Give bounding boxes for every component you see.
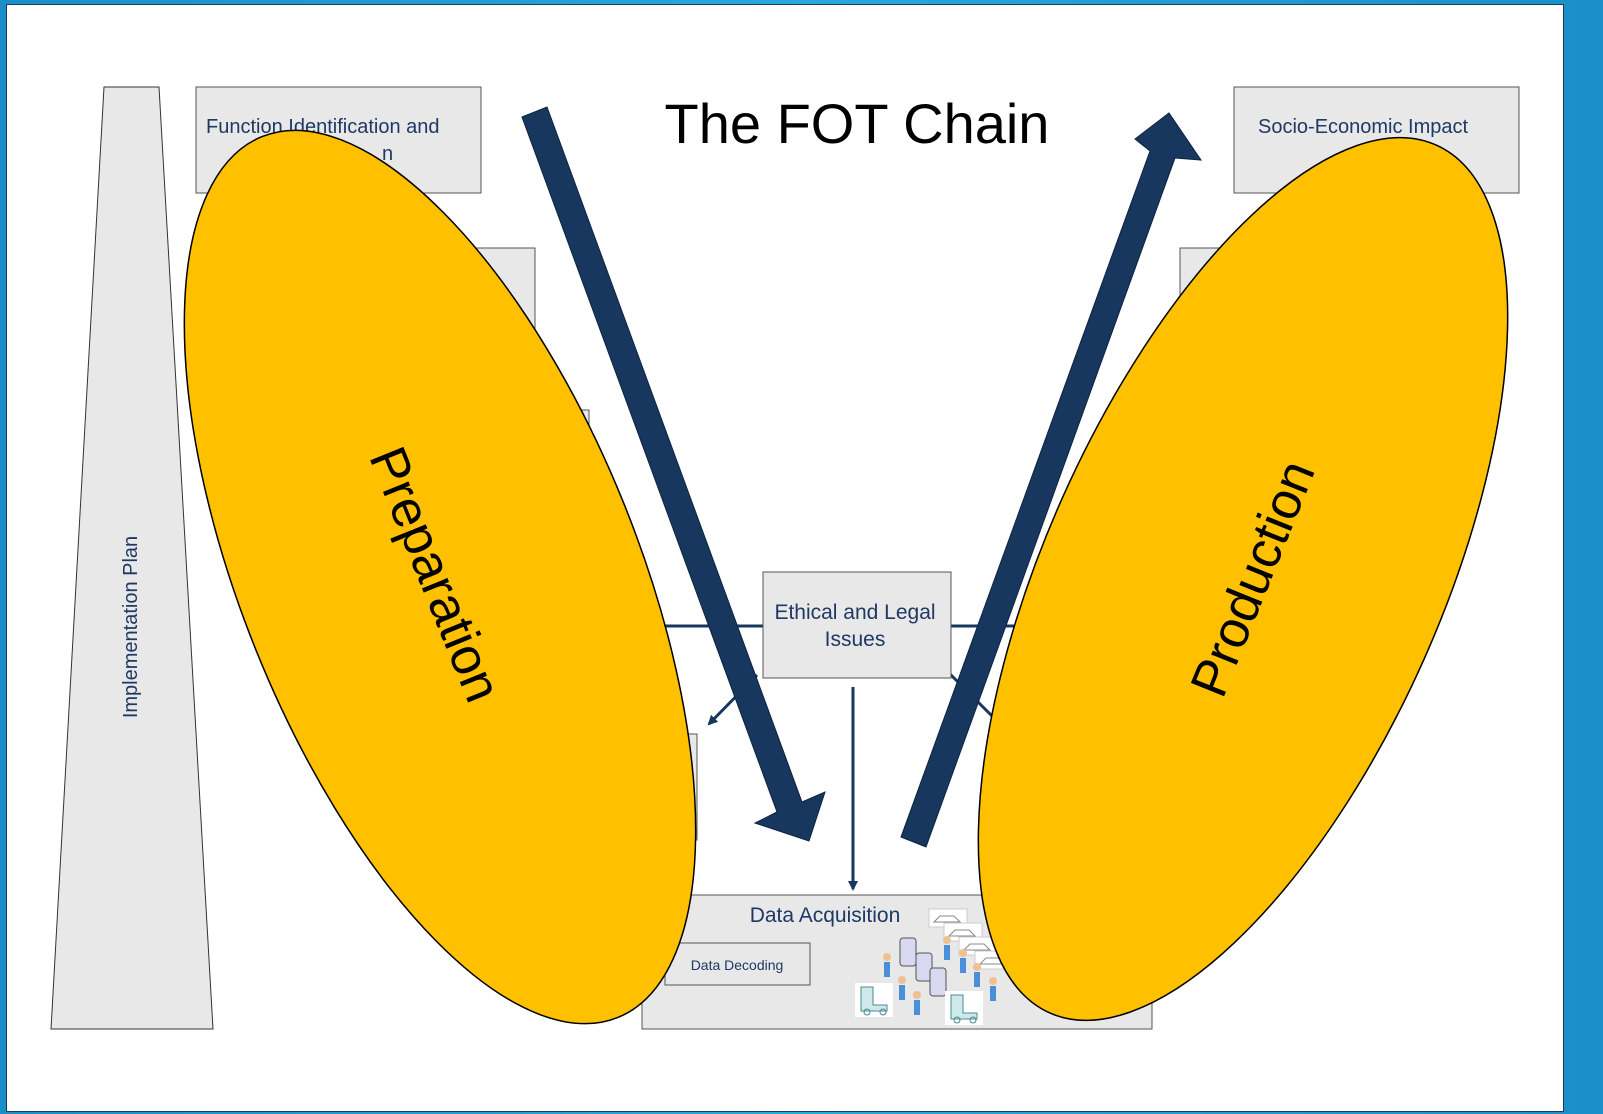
phone-icon <box>929 967 947 997</box>
ethical-legal-issues-box <box>762 571 952 679</box>
person-icon <box>943 936 951 960</box>
data-decoding-box <box>664 942 811 986</box>
implementation-plan-label: Implementation Plan <box>120 536 142 718</box>
diagram-title: The FOT Chain <box>665 92 1050 155</box>
person-icon <box>883 953 891 977</box>
person-icon <box>989 977 997 1001</box>
person-icon <box>959 949 967 973</box>
phone-icon <box>899 937 917 967</box>
phone-icon <box>915 952 933 982</box>
preparation-ellipse: Preparation <box>183 129 697 1025</box>
function-identification-label-line2: n <box>382 143 393 165</box>
ethical-legal-issues-label-line2: Issues <box>825 628 886 651</box>
person-icon <box>973 963 981 987</box>
up-arrow <box>900 112 1202 848</box>
data-decoding-label: Data Decoding <box>691 957 784 973</box>
data-acquisition-label: Data Acquisition <box>750 904 901 927</box>
fot-chain-diagram: Implementation Plan Function Identificat… <box>50 86 1520 1030</box>
slide: Implementation Plan Function Identificat… <box>6 4 1564 1112</box>
truck-icon <box>855 983 893 1017</box>
function-identification-label: Function Identification and <box>206 116 440 138</box>
person-icon <box>898 976 906 1000</box>
socio-economic-impact-label: Socio-Economic Impact <box>1258 116 1469 138</box>
truck-icon <box>945 991 983 1025</box>
down-arrow <box>521 106 826 842</box>
person-icon <box>913 991 921 1015</box>
implementation-plan-shape <box>50 86 214 1030</box>
production-ellipse: Production <box>977 136 1509 1022</box>
fleet-icons <box>855 908 1014 1025</box>
ethical-legal-issues-label-line1: Ethical and Legal <box>774 601 935 624</box>
